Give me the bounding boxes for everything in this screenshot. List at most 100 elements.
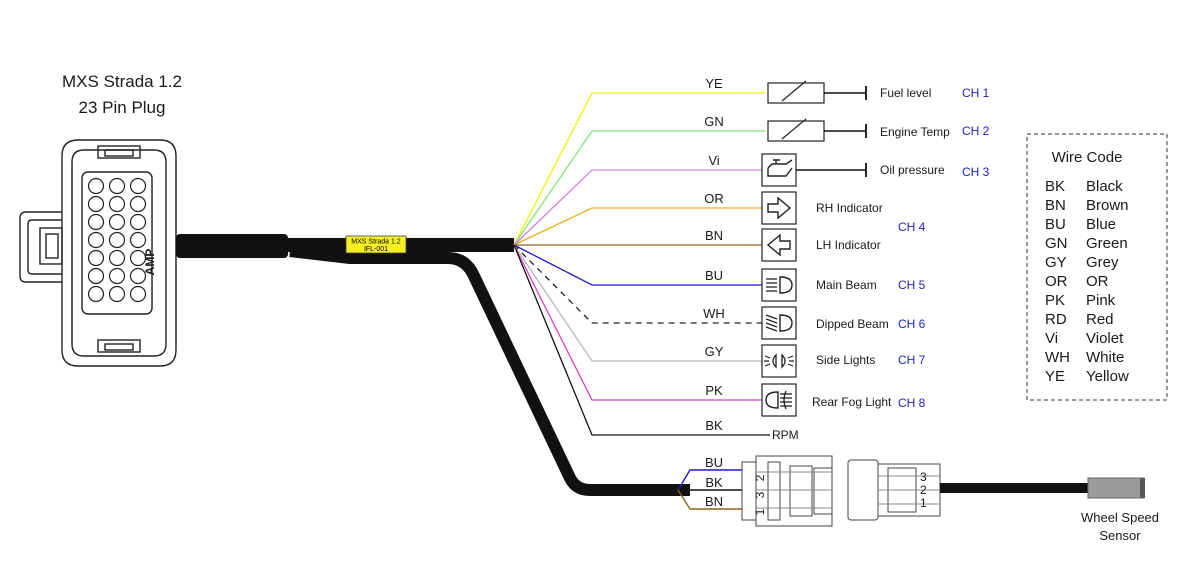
connector-pin — [129, 285, 147, 303]
speed-wire-bn — [677, 489, 742, 510]
legend-code: WH — [1045, 349, 1070, 366]
connector-pin — [108, 177, 126, 195]
wire-code-label: BN — [705, 228, 723, 243]
branch-wire-pk — [513, 244, 762, 401]
connector-pin — [108, 213, 126, 231]
signal-label: Engine Temp — [880, 125, 950, 139]
sender-icon — [767, 82, 825, 104]
pin-label-2: 2 — [753, 474, 767, 481]
connector-pin — [129, 195, 147, 213]
connector-pin — [129, 213, 147, 231]
wire-code-label: WH — [703, 306, 725, 321]
speed-wire-bu — [677, 469, 742, 491]
connector-brand-logo: AMP — [143, 249, 157, 276]
connector-pin — [87, 195, 105, 213]
side-lights-icon — [761, 344, 797, 378]
connector-pin — [108, 195, 126, 213]
branch-wire-bu — [513, 244, 762, 286]
branch-wire-gn — [513, 130, 766, 246]
arrow-right-icon — [761, 191, 797, 225]
legend-color-name: Brown — [1086, 197, 1129, 214]
legend-code: BK — [1045, 178, 1065, 195]
channel-label: CH 3 — [962, 165, 990, 179]
wire-code-label: Vi — [708, 153, 719, 168]
legend-code: BU — [1045, 216, 1066, 233]
wire-code-label: GY — [705, 344, 724, 359]
pin-label-3b: 3 — [920, 470, 927, 484]
connector-title-line1: MXS Strada 1.2 — [62, 72, 182, 91]
signal-label: Side Lights — [816, 353, 875, 367]
legend-code: GY — [1045, 254, 1067, 271]
pin-label-2b: 2 — [920, 483, 927, 497]
legend-code: RD — [1045, 311, 1067, 328]
legend-color-name: Blue — [1086, 216, 1116, 233]
signal-label: Dipped Beam — [816, 317, 889, 331]
legend-title: Wire Code — [1052, 149, 1123, 166]
channel-label: CH 2 — [962, 124, 990, 138]
legend-color-name: Red — [1086, 311, 1114, 328]
wheel-speed-sensor — [1087, 477, 1145, 499]
connector-title-line2: 23 Pin Plug — [79, 98, 166, 117]
branch-wire-wh — [513, 244, 762, 324]
signal-label: RPM — [772, 428, 799, 442]
speed-sensor-wires: BU BK BN — [677, 455, 742, 510]
legend-color-name: Black — [1086, 178, 1123, 195]
wire-code-label: YE — [705, 76, 723, 91]
wire-code-label: GN — [704, 114, 724, 129]
main-harness: MXS Strada 1.2 IFL-001 — [176, 234, 690, 496]
connector-pin — [129, 231, 147, 249]
signal-label: Rear Fog Light — [812, 395, 892, 409]
connector-pin — [87, 267, 105, 285]
harness-tag-line1: MXS Strada 1.2 — [351, 239, 401, 246]
sender-icon — [767, 120, 825, 142]
oil-can-icon — [761, 153, 797, 187]
pin-label-3: 3 — [753, 491, 767, 498]
connector-pin — [129, 249, 147, 267]
connector-pin — [87, 213, 105, 231]
pin-label-1: 1 — [753, 508, 767, 515]
legend-code: PK — [1045, 292, 1065, 309]
legend-code: GN — [1045, 235, 1068, 252]
wire-code-label: PK — [705, 383, 723, 398]
connector-23-pin — [19, 139, 177, 367]
speed-wire-label: BK — [705, 475, 723, 490]
connector-pin — [108, 249, 126, 267]
main-beam-icon — [761, 268, 797, 302]
sensor-label-line1: Wheel Speed — [1081, 510, 1159, 525]
sensor-label-line2: Sensor — [1099, 528, 1141, 543]
branch-wire-gy — [513, 244, 762, 362]
legend-code: BN — [1045, 197, 1066, 214]
legend-color-name: Yellow — [1086, 368, 1129, 385]
branch-wire-bk — [513, 244, 770, 436]
pin-label-1b: 1 — [920, 496, 927, 510]
speed-wire-label: BN — [705, 494, 723, 509]
channel-label: CH 5 — [898, 278, 926, 292]
branch-wire-or — [513, 207, 762, 246]
speed-sensor-connector — [741, 455, 1145, 527]
branch-wire-vi — [513, 169, 762, 246]
connector-pin — [108, 267, 126, 285]
legend-color-name: OR — [1086, 273, 1109, 290]
wire-code-label: BU — [705, 268, 723, 283]
signal-label: Fuel level — [880, 86, 931, 100]
arrow-left-icon — [761, 228, 797, 262]
legend-code: YE — [1045, 368, 1065, 385]
legend-color-name: Grey — [1086, 254, 1119, 271]
connector-pin — [129, 267, 147, 285]
branch-wire-ye — [513, 92, 766, 246]
signal-label: RH Indicator — [816, 201, 883, 215]
legend-color-name: Pink — [1086, 292, 1116, 309]
legend-code: Vi — [1045, 330, 1058, 347]
connector-pin — [108, 285, 126, 303]
channel-label: CH 7 — [898, 353, 926, 367]
legend-color-name: White — [1086, 349, 1124, 366]
signal-label: Main Beam — [816, 278, 877, 292]
speed-wire-label: BU — [705, 455, 723, 470]
channel-label: CH 4 — [898, 220, 926, 234]
connector-pin — [87, 249, 105, 267]
signal-label: LH Indicator — [816, 238, 881, 252]
fog-light-icon — [761, 383, 797, 417]
harness-tag-line2: IFL-001 — [364, 246, 388, 253]
